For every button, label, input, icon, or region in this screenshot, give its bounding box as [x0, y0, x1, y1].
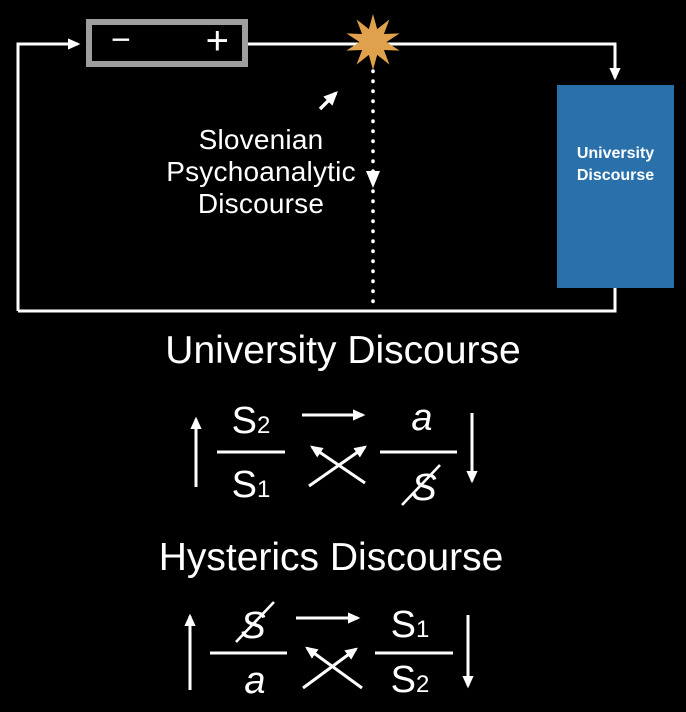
- matheme-lower-left: a: [244, 660, 265, 702]
- cross-arrow-upright-icon: [302, 647, 358, 690]
- matheme-upper-left: S2: [232, 400, 271, 442]
- wire-bottom-return: [18, 287, 617, 313]
- spark-icon: [346, 14, 400, 70]
- university-box-line1: University: [576, 145, 655, 162]
- matheme-lower-left: S1: [232, 464, 271, 506]
- circuit-diagram: [16, 14, 621, 313]
- university-discourse-box: University Discourse: [557, 85, 674, 288]
- matheme-upper-left: S: [240, 605, 265, 647]
- wire-top-to-box: [216, 42, 621, 81]
- cross-arrow-upleft-icon: [305, 646, 363, 690]
- strike-slash: [401, 464, 441, 506]
- strike-slash: [235, 601, 275, 643]
- slovenian-label-line2: Psychoanalytic: [166, 156, 356, 187]
- slovenian-label-line3: Discourse: [197, 188, 325, 219]
- university-discourse-matheme: S2 S1 a S: [190, 397, 478, 509]
- matheme-lower-right: S2: [391, 659, 430, 701]
- hysterics-discourse-heading: Hysterics Discourse: [158, 536, 504, 579]
- battery-minus-terminal: −: [111, 21, 131, 59]
- dotted-line-arrowhead-icon: [366, 171, 380, 188]
- matheme-upper-right: S1: [391, 604, 430, 646]
- slovenian-label-line1: Slovenian: [198, 124, 324, 155]
- cross-arrow-upright-icon: [308, 445, 367, 488]
- university-discourse-heading: University Discourse: [165, 329, 521, 372]
- battery-plus-terminal: +: [205, 19, 229, 63]
- battery-symbol: − +: [86, 19, 248, 67]
- pointer-arrow-icon: [318, 91, 338, 111]
- university-box-line2: Discourse: [576, 167, 655, 184]
- matheme-upper-right: a: [411, 397, 432, 439]
- slovenian-discourse-label: Slovenian Psychoanalytic Discourse: [111, 124, 411, 220]
- wire-left-loop: [16, 38, 81, 311]
- hysterics-discourse-matheme: S a S1 S2: [184, 601, 474, 702]
